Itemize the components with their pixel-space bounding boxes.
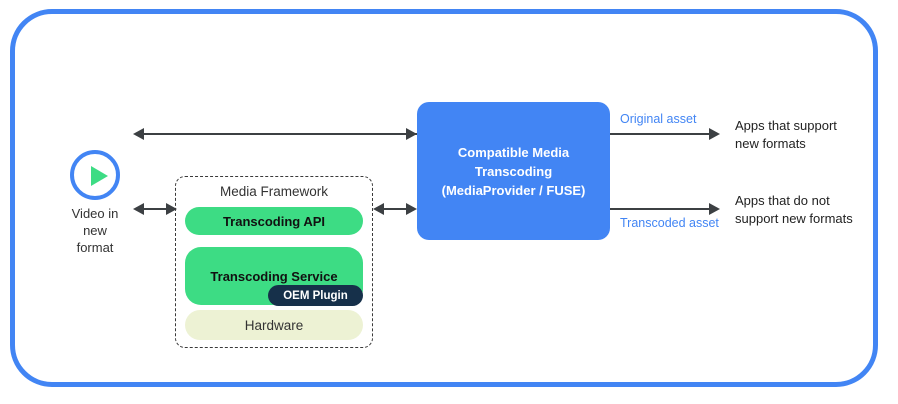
arrow-video-to-transcoding-line (144, 133, 417, 135)
video-caption-line-2: new (83, 223, 107, 238)
arrow-framework-to-transcoding-head-right (406, 203, 417, 215)
original-asset-label: Original asset (620, 112, 697, 126)
media-framework-container (175, 176, 373, 348)
apps-supporting-line-2: new formats (735, 136, 806, 151)
play-triangle-icon (91, 166, 108, 186)
apps-supporting-line-1: Apps that support (735, 118, 837, 133)
video-source-caption: Video in new format (45, 205, 145, 256)
arrow-transcoded-asset-head (709, 203, 720, 215)
apps-nonsupporting-caption: Apps that do not support new formats (735, 192, 853, 228)
oem-plugin-badge[interactable]: OEM Plugin (268, 285, 363, 306)
apps-nonsupporting-line-2: support new formats (735, 211, 853, 226)
media-framework-title: Media Framework (219, 184, 329, 199)
apps-nonsupporting-line-1: Apps that do not (735, 193, 830, 208)
cmt-line-3: (MediaProvider / FUSE) (441, 182, 586, 198)
arrow-video-to-framework-head-left (133, 203, 144, 215)
play-circle-icon (70, 150, 120, 200)
transcoded-asset-label: Transcoded asset (620, 216, 719, 230)
cmt-line-1: Compatible Media (457, 144, 570, 160)
arrow-transcoded-asset-line (610, 208, 709, 210)
arrow-framework-to-transcoding-line (384, 208, 406, 210)
compatible-media-transcoding-box[interactable]: Compatible Media Transcoding (MediaProvi… (417, 102, 610, 240)
video-caption-line-3: format (76, 240, 114, 255)
arrow-video-to-transcoding-head-right (406, 128, 417, 140)
arrow-video-to-transcoding-head-left (133, 128, 144, 140)
video-caption-line-1: Video in (71, 206, 119, 221)
cmt-line-2: Transcoding (474, 163, 553, 179)
arrow-framework-to-transcoding-head-left (373, 203, 384, 215)
transcoding-api-box[interactable]: Transcoding API (185, 207, 363, 235)
arrow-original-asset-head (709, 128, 720, 140)
arrow-video-to-framework-head-right (166, 203, 177, 215)
arrow-video-to-framework-line (144, 208, 166, 210)
hardware-box[interactable]: Hardware (185, 310, 363, 340)
arrow-original-asset-line (610, 133, 709, 135)
apps-supporting-caption: Apps that support new formats (735, 117, 837, 153)
